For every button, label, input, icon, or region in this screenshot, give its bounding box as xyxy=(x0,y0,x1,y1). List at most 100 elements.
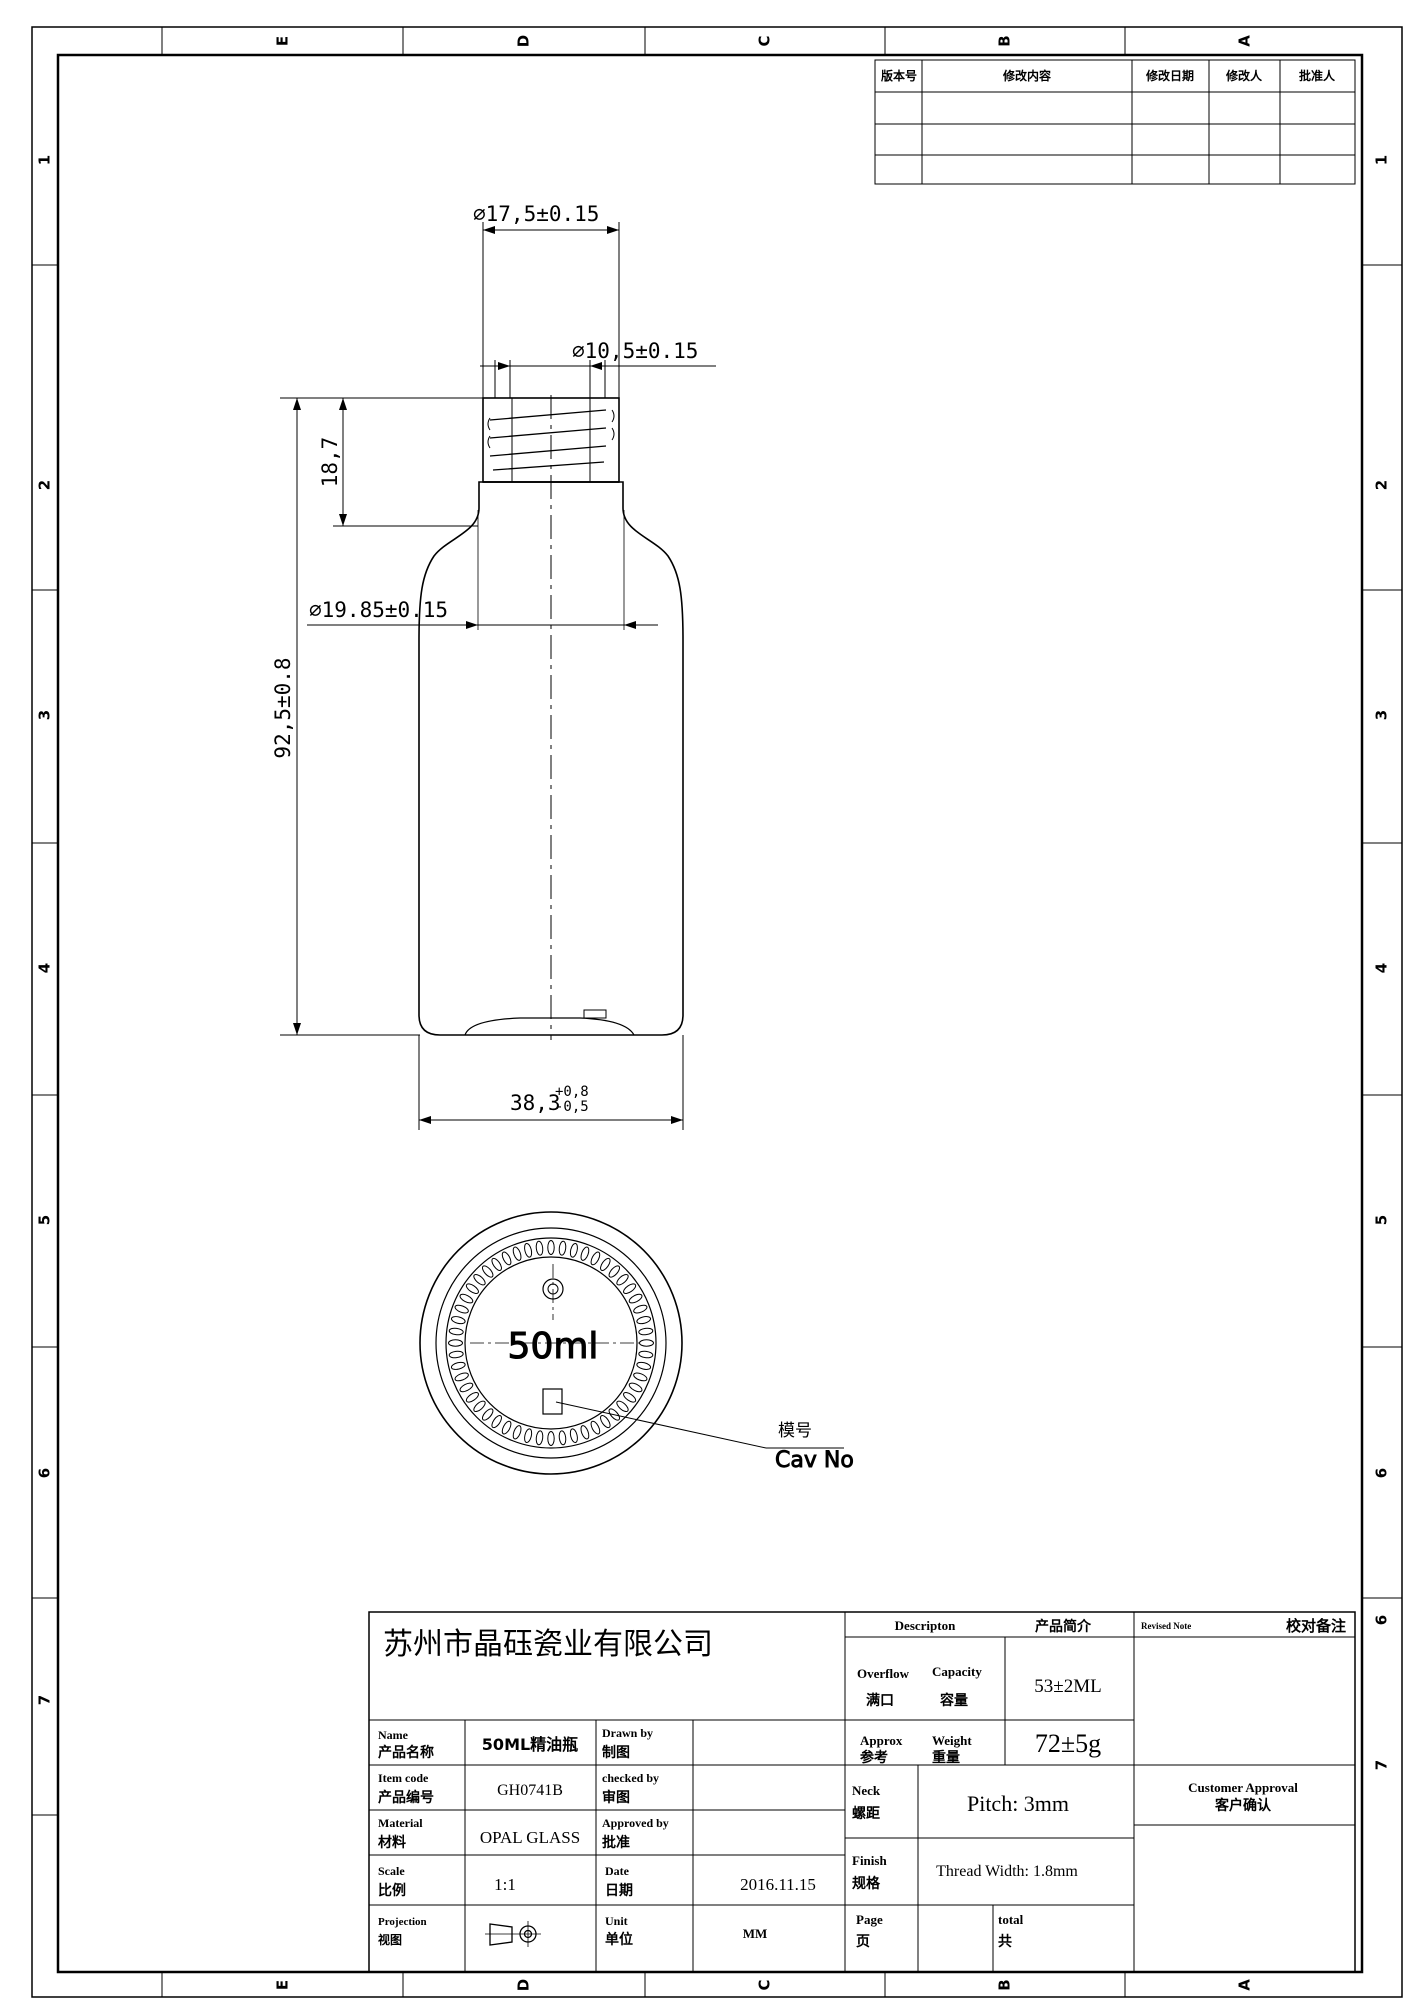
projection-symbol-icon xyxy=(485,1921,541,1947)
zone-row-right-5: 5 xyxy=(1373,1215,1391,1225)
grip-rib xyxy=(628,1382,643,1393)
page-cn: 页 xyxy=(856,1934,870,1950)
drawn-by-label-cn: 制图 xyxy=(602,1744,630,1761)
grip-rib xyxy=(512,1425,522,1440)
title-block-text: 苏州市晶砡瓷业有限公司 Name 产品名称 50ML精油瓶 Drawn by 制… xyxy=(378,1617,1346,1950)
zone-row-right-6a: 6 xyxy=(1373,1468,1391,1478)
rev-header-date: 修改日期 xyxy=(1145,68,1194,83)
grip-rib xyxy=(524,1242,533,1258)
grip-rib xyxy=(623,1283,637,1294)
material-value: OPAL GLASS xyxy=(480,1828,580,1847)
projection-label-en: Projection xyxy=(378,1916,427,1928)
grip-rib xyxy=(558,1240,567,1256)
overflow-en: Overflow xyxy=(857,1666,910,1681)
rev-header-version: 版本号 xyxy=(881,68,917,83)
zone-col-top-d: D xyxy=(515,35,533,47)
zone-col-bottom-d: D xyxy=(515,1979,533,1991)
grip-rib xyxy=(608,1265,621,1278)
weight-value: 72±5g xyxy=(1035,1729,1101,1758)
revision-table: 版本号 修改内容 修改日期 修改人 批准人 xyxy=(874,59,1356,185)
scale-value: 1:1 xyxy=(494,1875,516,1894)
grip-rib xyxy=(535,1430,544,1446)
grip-rib xyxy=(623,1392,637,1403)
dim-total-height: 92,5±0.8 xyxy=(271,657,295,758)
grip-rib xyxy=(501,1420,512,1435)
zone-row-right-3: 3 xyxy=(1373,710,1391,720)
name-label-en: Name xyxy=(378,1728,409,1742)
grip-rib xyxy=(616,1273,629,1286)
zone-col-top-a: A xyxy=(1236,35,1254,47)
sheet-frame xyxy=(31,26,1403,1998)
zone-col-bottom-a: A xyxy=(1236,1979,1254,1991)
scale-label-en: Scale xyxy=(378,1864,405,1878)
zone-row-right-2: 2 xyxy=(1373,480,1391,490)
grip-rib xyxy=(547,1431,555,1446)
checked-by-label-cn: 审图 xyxy=(602,1789,630,1806)
cavity-number-box xyxy=(542,1388,563,1415)
approved-by-label-cn: 批准 xyxy=(602,1834,630,1851)
bottom-grip-ribs xyxy=(448,1240,654,1446)
total-cn: 共 xyxy=(998,1933,1012,1950)
grip-rib xyxy=(569,1242,578,1258)
dim-body-width-tol-lower: -0,5 xyxy=(555,1099,589,1115)
grip-rib xyxy=(616,1400,629,1413)
grip-rib xyxy=(448,1327,464,1336)
zone-row-right-1: 1 xyxy=(1373,155,1391,165)
neck-en: Neck xyxy=(852,1783,881,1798)
unit-value: MM xyxy=(743,1926,768,1941)
grip-rib xyxy=(491,1415,502,1429)
customer-approval-en: Customer Approval xyxy=(1188,1780,1298,1795)
date-label-en: Date xyxy=(605,1864,630,1878)
grip-rib xyxy=(639,1339,654,1347)
item-code-label-en: Item code xyxy=(378,1771,429,1785)
grip-rib xyxy=(473,1400,486,1413)
dim-outer-neck-diameter: ⌀17,5±0.15 xyxy=(473,202,599,226)
cavity-label-cn: 模号 xyxy=(778,1421,812,1441)
finish-en: Finish xyxy=(852,1853,887,1868)
grip-rib xyxy=(580,1246,590,1261)
capacity-cn: 容量 xyxy=(939,1692,968,1709)
scale-label-cn: 比例 xyxy=(378,1882,406,1899)
grip-rib xyxy=(448,1339,463,1347)
rev-header-approver: 批准人 xyxy=(1299,68,1336,83)
customer-approval-cn: 客户确认 xyxy=(1214,1797,1272,1814)
item-code-value: GH0741B xyxy=(497,1782,563,1799)
grip-rib xyxy=(580,1425,590,1440)
revised-note-cn: 校对备注 xyxy=(1286,1617,1346,1635)
zone-row-left-7: 7 xyxy=(36,1695,54,1705)
weight-cn: 重量 xyxy=(932,1749,960,1766)
dim-body-width-tol-upper: +0,8 xyxy=(555,1084,589,1100)
zone-row-right-4: 4 xyxy=(1373,963,1391,973)
checked-by-label-en: checked by xyxy=(602,1771,659,1785)
capacity-value: 53±2ML xyxy=(1034,1676,1101,1697)
rev-header-content: 修改内容 xyxy=(1002,68,1051,83)
company-name: 苏州市晶砡瓷业有限公司 xyxy=(383,1627,713,1662)
material-label-en: Material xyxy=(378,1816,423,1830)
pitch-value: Pitch: 3mm xyxy=(967,1791,1069,1816)
unit-label-cn: 单位 xyxy=(605,1931,633,1948)
item-code-label-cn: 产品编号 xyxy=(378,1789,434,1806)
dim-body-width: 38,3 xyxy=(510,1091,561,1115)
approx-cn: 参考 xyxy=(860,1749,888,1766)
dimension-texts: ⌀17,5±0.15 ⌀10,5±0.15 18,7 92,5±0.8 ⌀19.… xyxy=(271,202,698,1115)
grip-rib xyxy=(465,1283,479,1294)
dim-body-inner-diameter: ⌀19.85±0.15 xyxy=(309,598,448,622)
grip-rib xyxy=(638,1350,654,1359)
grip-rib xyxy=(535,1240,544,1256)
name-label-cn: 产品名称 xyxy=(378,1744,434,1761)
grip-rib xyxy=(524,1428,533,1444)
zone-row-left-5: 5 xyxy=(36,1215,54,1225)
zone-row-right-7: 7 xyxy=(1373,1760,1391,1770)
drawn-by-label-en: Drawn by xyxy=(602,1726,653,1740)
grip-rib xyxy=(633,1304,648,1314)
dim-body-width-base: 38,3 xyxy=(510,1091,561,1115)
bottle-side-view xyxy=(418,395,684,1040)
capacity-en: Capacity xyxy=(932,1664,982,1679)
grip-rib xyxy=(636,1316,652,1325)
date-value: 2016.11.15 xyxy=(740,1875,816,1894)
thread-width-value: Thread Width: 1.8mm xyxy=(936,1863,1078,1880)
dim-inner-bore-diameter: ⌀10,5±0.15 xyxy=(572,339,698,363)
grip-rib xyxy=(512,1246,522,1261)
weight-en: Weight xyxy=(932,1733,972,1748)
